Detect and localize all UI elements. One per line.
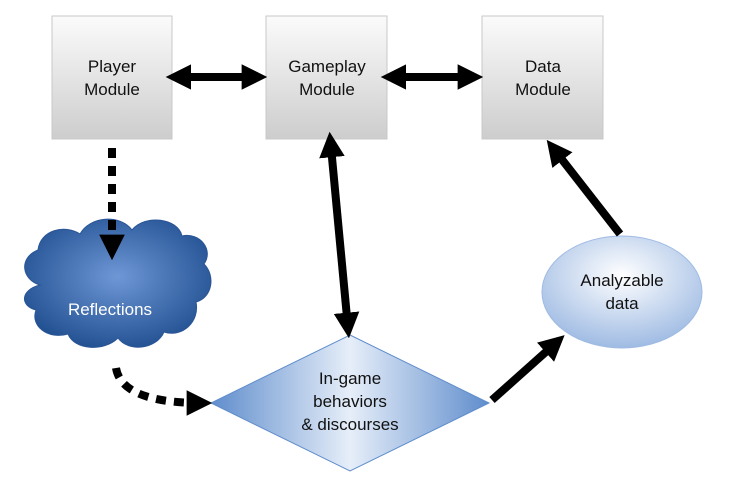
player-module-shape — [51, 15, 173, 140]
reflections-cloud-shape — [24, 218, 212, 348]
data-module-label-line1: Data — [525, 57, 561, 76]
behaviors-label-line2: behaviors — [313, 392, 387, 411]
analyzable-data-shape — [541, 235, 703, 349]
arrow-reflections-behaviors — [112, 366, 213, 416]
behaviors-label-line1: In-game — [319, 369, 381, 388]
analyzable-label-line2: data — [605, 294, 639, 313]
analyzable-label-line1: Analyzable — [580, 271, 663, 290]
behaviors-diamond: In-game behaviors & discourses — [209, 334, 491, 472]
data-module-box: Data Module — [481, 15, 604, 140]
arrow-behaviors-analyzable — [489, 335, 565, 403]
behaviors-diamond-shape — [209, 334, 491, 472]
player-module-label-line2: Module — [84, 80, 140, 99]
arrow-analyzable-data — [546, 139, 624, 237]
gameplay-module-shape — [265, 15, 388, 140]
player-module-label-line1: Player — [88, 57, 137, 76]
behaviors-label-line3: & discourses — [301, 415, 398, 434]
data-module-shape — [481, 15, 604, 140]
gameplay-module-box: Gameplay Module — [265, 15, 388, 140]
arrow-gameplay-behaviors — [319, 131, 360, 339]
player-module-box: Player Module — [51, 15, 173, 140]
reflections-cloud: Reflections — [24, 218, 212, 348]
analyzable-data-ellipse: Analyzable data — [541, 235, 703, 349]
gameplay-module-label-line1: Gameplay — [288, 57, 366, 76]
reflections-label: Reflections — [68, 300, 152, 319]
data-module-label-line2: Module — [515, 80, 571, 99]
gameplay-module-label-line2: Module — [299, 80, 355, 99]
